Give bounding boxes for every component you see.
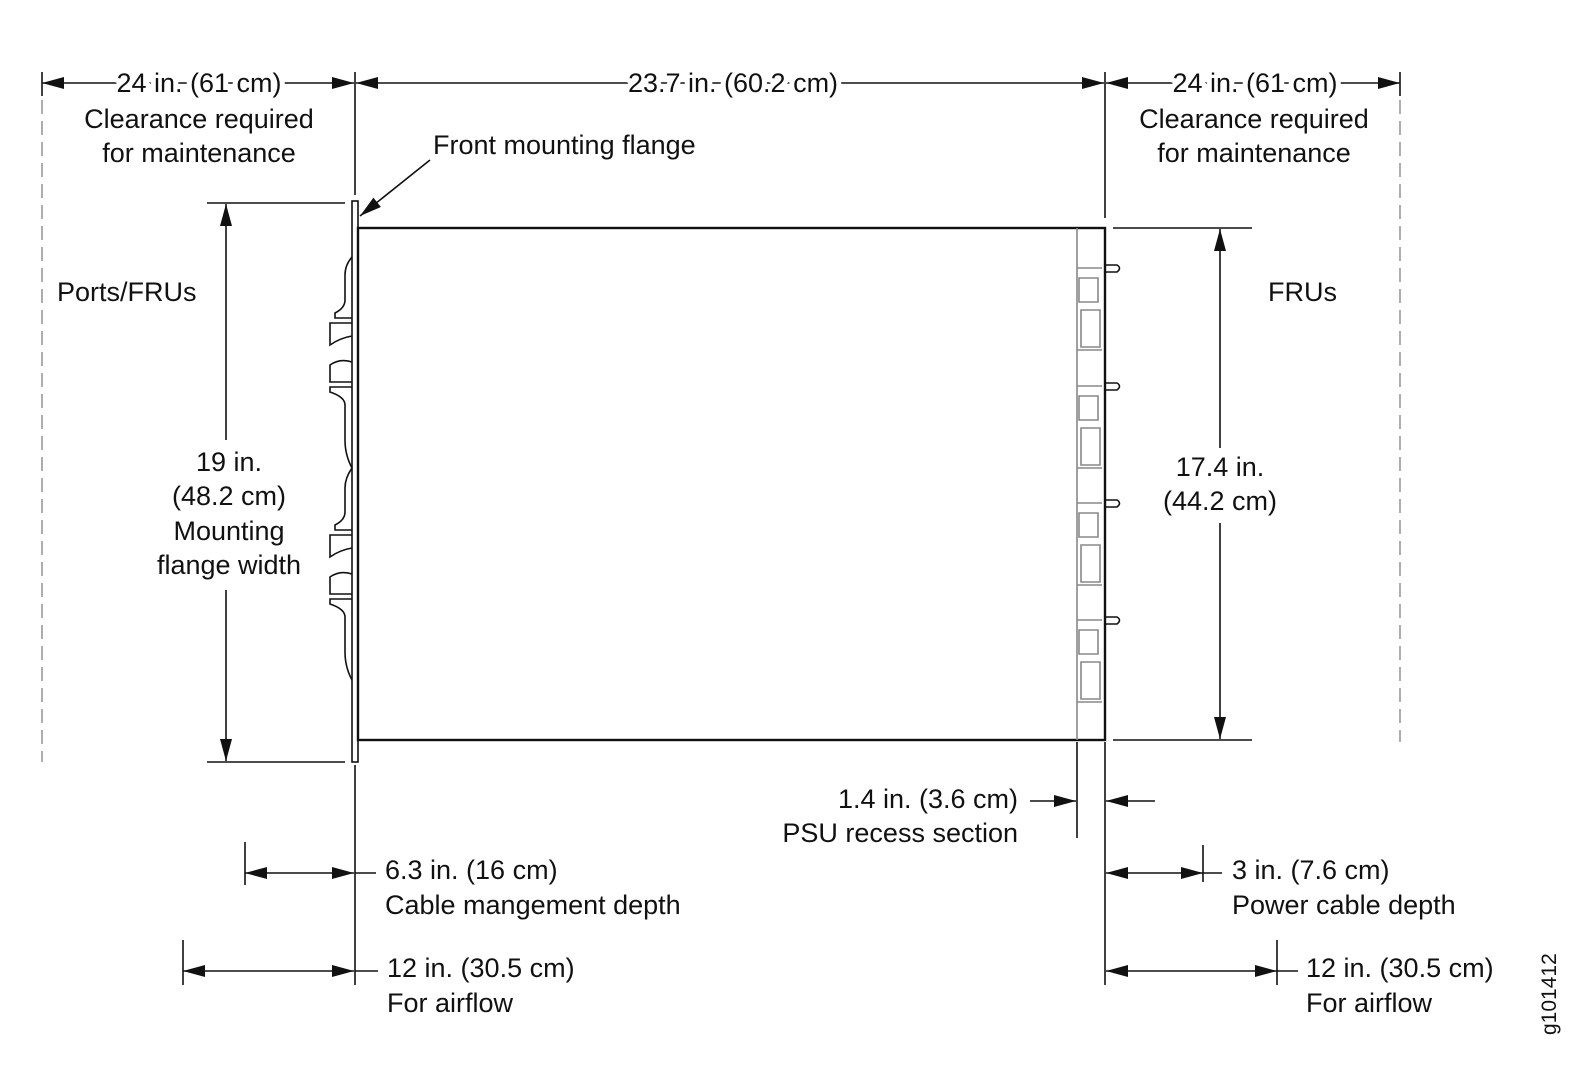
front-airflow-label: For airflow <box>387 988 514 1018</box>
chassis-side-view <box>329 200 1121 763</box>
psu-recess-value: 1.4 in. (3.6 cm) <box>838 784 1018 814</box>
front-mounting-flange <box>351 200 359 763</box>
flange-width-label-2: flange width <box>157 550 301 580</box>
power-cable-value: 3 in. (7.6 cm) <box>1232 855 1390 885</box>
psu-module <box>1077 264 1121 351</box>
psu-modules <box>1077 264 1121 703</box>
right-clearance-label-1: Clearance required <box>1139 104 1369 134</box>
flange-leader-arrow <box>359 159 431 217</box>
cable-management-label: Cable mangement depth <box>385 890 681 920</box>
left-clearance-label-1: Clearance required <box>84 104 314 134</box>
flange-width-value: 19 in. <box>196 447 262 477</box>
flange-width-label-1: Mounting <box>173 516 284 546</box>
chassis-width-metric: (44.2 cm) <box>1163 486 1277 516</box>
left-clearance-value: 24 in. (61 cm) <box>116 68 281 98</box>
depth-value: 23.7 in. (60.2 cm) <box>628 68 838 98</box>
front-airflow-value: 12 in. (30.5 cm) <box>387 953 575 983</box>
frus-label: FRUs <box>1268 277 1337 307</box>
front-mounting-flange-label: Front mounting flange <box>433 130 696 160</box>
rear-airflow-value: 12 in. (30.5 cm) <box>1306 953 1494 983</box>
cable-management-value: 6.3 in. (16 cm) <box>385 855 558 885</box>
psu-recess-label: PSU recess section <box>782 818 1018 848</box>
psu-module <box>1077 499 1121 586</box>
power-cable-label: Power cable depth <box>1232 890 1456 920</box>
ports-frus-label: Ports/FRUs <box>57 277 197 307</box>
figure-id: g101412 <box>1538 953 1561 1035</box>
right-clearance-value: 24 in. (61 cm) <box>1172 68 1337 98</box>
flange-width-metric: (48.2 cm) <box>172 481 286 511</box>
psu-module <box>1077 616 1121 703</box>
psu-module <box>1077 382 1121 469</box>
left-clearance-label-2: for maintenance <box>102 138 296 168</box>
front-port-profile <box>329 256 353 681</box>
chassis-width-value: 17.4 in. <box>1176 452 1265 482</box>
right-clearance-label-2: for maintenance <box>1157 138 1351 168</box>
rear-airflow-label: For airflow <box>1306 988 1433 1018</box>
